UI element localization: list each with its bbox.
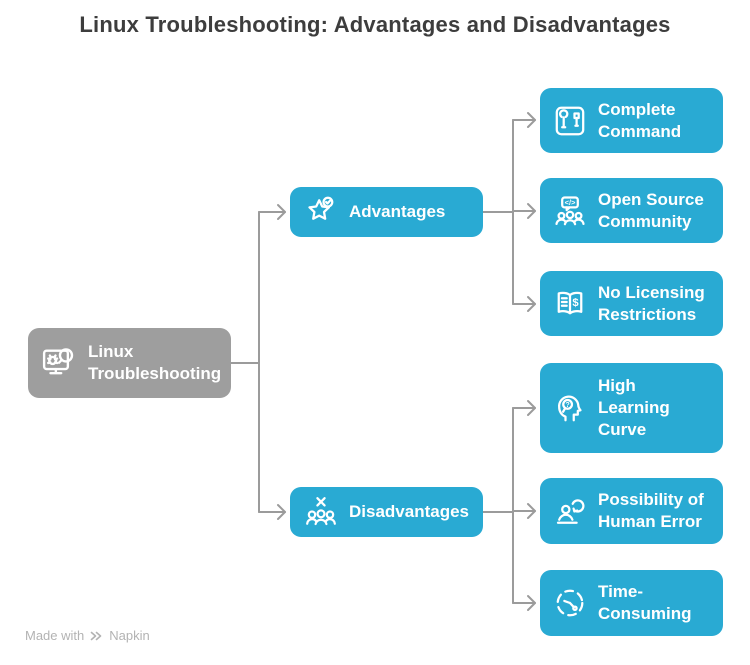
page-title: Linux Troubleshooting: Advantages and Di… <box>79 12 671 37</box>
node-possibility-of-human-error[interactable]: Possibility of Human Error <box>540 478 723 544</box>
head-question-icon: ? <box>552 390 588 426</box>
node-label: No Licensing Restrictions <box>598 282 705 324</box>
node-label: Time-Consuming <box>598 582 692 623</box>
node-complete-command[interactable]: Complete Command <box>540 88 723 153</box>
community-code-icon: </> <box>552 193 588 229</box>
node-advantages[interactable]: Advantages <box>290 187 483 237</box>
node-disadvantages[interactable]: Disadvantages <box>290 487 483 537</box>
napkin-logo-icon <box>90 631 102 640</box>
tools-icon <box>552 103 588 139</box>
node-time-consuming[interactable]: Time-Consuming <box>540 570 723 636</box>
node-open-source-community[interactable]: </> Open Source Community <box>540 178 723 243</box>
node-label: Possibility of Human Error <box>598 490 704 531</box>
node-label: Complete Command <box>598 99 682 141</box>
bug-search-monitor-icon <box>40 344 78 382</box>
brand-label: Napkin <box>109 628 150 643</box>
svg-text:</>: </> <box>565 198 576 207</box>
node-label: Linux Troubleshooting <box>88 342 222 383</box>
napkin-badge[interactable]: Made with Napkin <box>25 628 150 643</box>
node-label: Disadvantages <box>349 502 469 522</box>
node-label: Open Source Community <box>598 189 704 231</box>
clock-dashed-icon <box>552 585 588 621</box>
svg-text:?: ? <box>565 402 569 409</box>
group-x-icon <box>303 494 339 530</box>
node-linux-troubleshooting[interactable]: Linux Troubleshooting <box>28 328 231 398</box>
node-no-licensing-restrictions[interactable]: $ No Licensing Restrictions <box>540 271 723 336</box>
made-with-label: Made with <box>25 628 85 643</box>
star-check-icon <box>303 194 339 230</box>
node-label: Advantages <box>349 202 446 222</box>
node-label: High Learning Curve <box>598 376 670 439</box>
svg-text:$: $ <box>572 297 579 309</box>
person-error-icon <box>552 493 588 529</box>
node-high-learning-curve[interactable]: ? High Learning Curve <box>540 363 723 453</box>
book-dollar-icon: $ <box>552 286 588 322</box>
